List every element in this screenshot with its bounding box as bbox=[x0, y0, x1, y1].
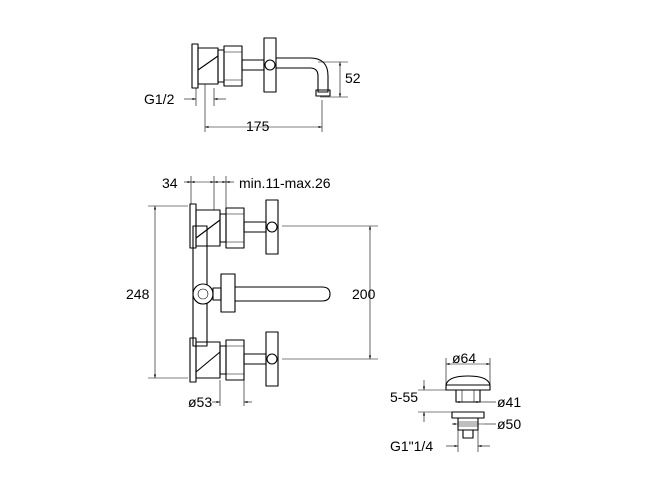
label-wall-depth: 34 bbox=[162, 175, 178, 191]
handle-center bbox=[264, 59, 276, 71]
upper-valve-detail bbox=[195, 219, 221, 239]
wall-plate bbox=[191, 43, 199, 89]
waste-nut bbox=[451, 411, 485, 419]
shaft bbox=[241, 59, 265, 71]
lower-valve-body bbox=[195, 341, 221, 379]
label-waste-inner-diameter: ø41 bbox=[497, 394, 521, 410]
upper-shaft bbox=[243, 221, 267, 233]
spout-connector bbox=[192, 283, 214, 305]
upper-valve-body bbox=[195, 209, 221, 247]
body-detail bbox=[197, 55, 219, 71]
label-spout-height: 52 bbox=[345, 70, 361, 86]
label-spout-length: 175 bbox=[246, 118, 270, 134]
waste-flange bbox=[445, 384, 491, 391]
ring-1 bbox=[217, 49, 225, 83]
upper-handle-center bbox=[266, 221, 278, 233]
label-total-height: 248 bbox=[126, 286, 150, 302]
top-view bbox=[184, 37, 348, 132]
lower-valve-detail bbox=[195, 351, 221, 373]
spout bbox=[276, 57, 329, 93]
lower-shaft bbox=[243, 353, 267, 365]
lower-ring bbox=[219, 345, 227, 375]
waste-valve bbox=[418, 358, 496, 452]
label-adjust-range: min.11-max.26 bbox=[239, 175, 331, 191]
label-rosette-diameter: ø53 bbox=[188, 394, 212, 410]
label-waste-cap-diameter: ø64 bbox=[452, 350, 476, 366]
label-thread-half: G1/2 bbox=[144, 91, 175, 107]
front-view bbox=[148, 176, 378, 406]
label-waste-thread: G1"1/4 bbox=[390, 438, 433, 454]
upper-ring bbox=[219, 213, 227, 243]
label-waste-height: 5-55 bbox=[390, 389, 418, 405]
waste-cap bbox=[445, 375, 491, 386]
spout-rosette bbox=[220, 273, 236, 313]
upper-cross-handle bbox=[265, 199, 279, 255]
spout-outlet bbox=[315, 89, 331, 97]
waste-body bbox=[455, 389, 481, 403]
label-center-distance: 200 bbox=[352, 286, 376, 302]
lower-handle-center bbox=[266, 353, 278, 365]
label-waste-outer-diameter: ø50 bbox=[497, 416, 521, 432]
waste-tail bbox=[462, 429, 474, 439]
spout-collar bbox=[212, 287, 222, 301]
lower-cross-handle bbox=[265, 331, 279, 387]
valve-body bbox=[197, 47, 219, 85]
front-spout bbox=[235, 286, 331, 302]
cross-handle bbox=[263, 37, 277, 93]
